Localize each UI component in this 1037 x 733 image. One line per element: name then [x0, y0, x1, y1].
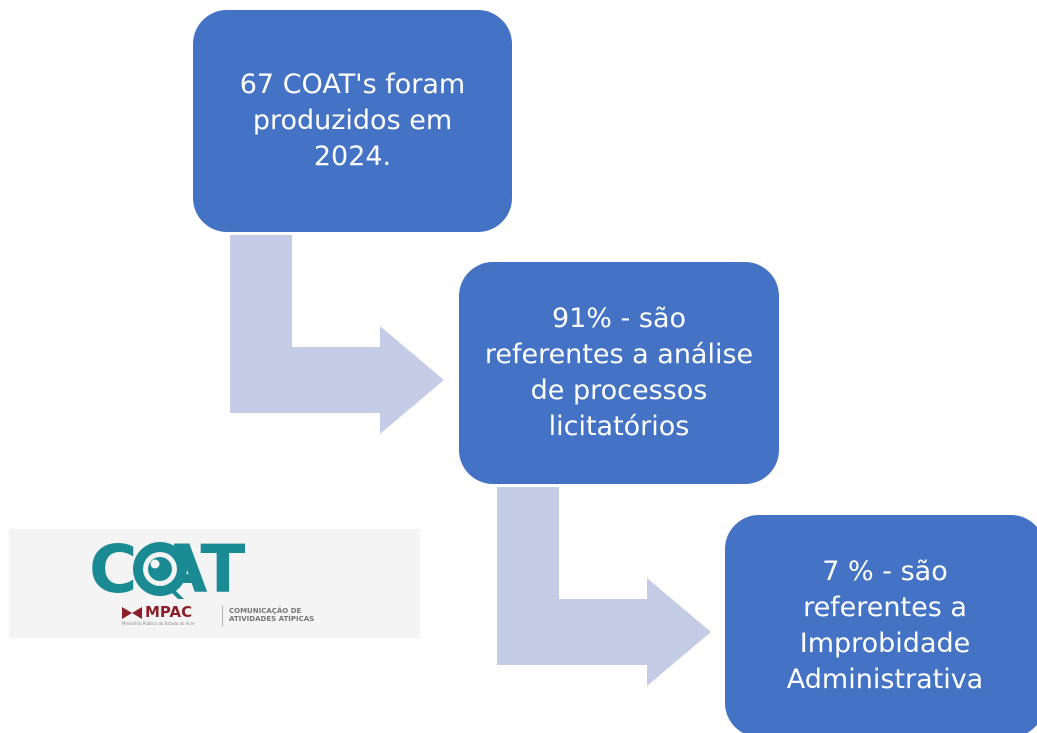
magnifier-eye-icon: [133, 542, 187, 599]
coat-logo: C AT MPAC Ministério Público do Estado d…: [9, 529, 420, 638]
connector-arrow-1: [230, 235, 444, 434]
mpac-bowtie-icon: [122, 606, 142, 619]
step-box-licitacoes: 91% - são referentes a análise de proces…: [459, 262, 779, 484]
step-text-licitacoes: 91% - são referentes a análise de proces…: [484, 303, 754, 442]
mpac-tagline: Ministério Público do Estado do Acre: [122, 621, 195, 626]
logo-divider: [222, 605, 223, 627]
step-text-coat-count: 67 COAT's foram produzidos em 2024.: [239, 69, 466, 172]
mpac-brand: MPAC: [122, 605, 192, 620]
logo-description: COMUNICAÇÃO DE ATIVIDADES ATÍPICAS: [229, 607, 315, 623]
mpac-name: MPAC: [145, 603, 193, 621]
step-text-improbidade: 7 % - são referentes a Improbidade Admin…: [786, 556, 984, 695]
connector-arrow-2: [497, 487, 711, 686]
step-box-improbidade: 7 % - são referentes a Improbidade Admin…: [725, 515, 1037, 733]
step-box-coat-count: 67 COAT's foram produzidos em 2024.: [193, 10, 512, 232]
